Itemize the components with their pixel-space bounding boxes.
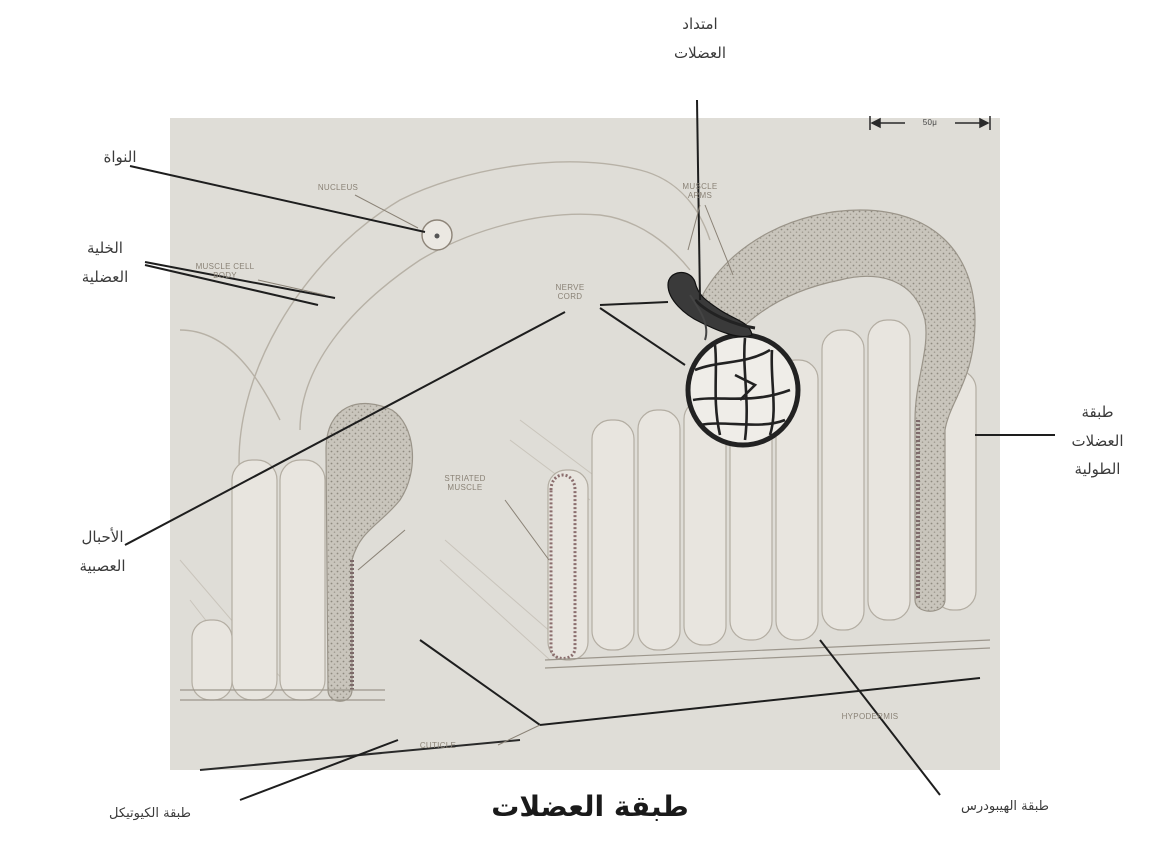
label-en-striated-muscle-1: STRIATED <box>430 474 500 483</box>
label-cuticle-layer: طبقة الكيوتيكل <box>75 802 225 827</box>
label-nerve-cords: الأحبال العصبية <box>60 523 145 580</box>
label-en-striated-muscle-2: MUSCLE <box>430 483 500 492</box>
label-longitudinal-muscle-layer-1: طبقة <box>1050 398 1145 427</box>
label-muscle-cell-2: العضلية <box>65 263 145 292</box>
label-en-muscle-cell-body: MUSCLE CELL BODY <box>180 262 270 280</box>
nerve-cord-section <box>688 335 798 445</box>
nucleolus <box>435 234 440 239</box>
label-en-nucleus: NUCLEUS <box>308 183 368 192</box>
label-en-muscle-arms: MUSCLE ARMS <box>670 182 730 200</box>
right-striated-muscle <box>551 475 575 659</box>
label-muscle-extension-1: امتداد <box>640 10 760 39</box>
label-longitudinal-muscle-layer: طبقة العضلات الطولية <box>1050 398 1145 484</box>
label-longitudinal-muscle-layer-2: العضلات <box>1050 427 1145 456</box>
label-longitudinal-muscle-layer-3: الطولية <box>1050 455 1145 484</box>
label-muscle-cell-1: الخلية <box>65 234 145 263</box>
label-en-nerve-cord-1: NERVE <box>545 283 595 292</box>
label-en-scale: 50μ <box>906 118 954 127</box>
label-muscle-extension-2: العضلات <box>640 39 760 68</box>
label-muscle-extension: امتداد العضلات <box>640 10 760 67</box>
page-title: طبقة العضلات <box>455 790 725 823</box>
label-en-muscle-cell-body-2: BODY <box>180 271 270 280</box>
label-muscle-cell: الخلية العضلية <box>65 234 145 291</box>
label-en-nerve-cord: NERVE CORD <box>545 283 595 301</box>
label-en-striated-muscle: STRIATED MUSCLE <box>430 474 500 492</box>
label-en-muscle-arms-2: ARMS <box>670 191 730 200</box>
label-en-cuticle: CUTICLE <box>408 741 468 750</box>
label-en-muscle-cell-body-1: MUSCLE CELL <box>180 262 270 271</box>
label-en-muscle-arms-1: MUSCLE <box>670 182 730 191</box>
label-nucleus: النواة <box>90 143 150 172</box>
label-hypodermis-layer: طبقة الهيبودرس <box>935 795 1075 820</box>
label-nerve-cords-1: الأحبال <box>60 523 145 552</box>
label-en-hypodermis: HYPODERMIS <box>830 712 910 721</box>
label-en-nerve-cord-2: CORD <box>545 292 595 301</box>
label-nerve-cords-2: العصبية <box>60 552 145 581</box>
